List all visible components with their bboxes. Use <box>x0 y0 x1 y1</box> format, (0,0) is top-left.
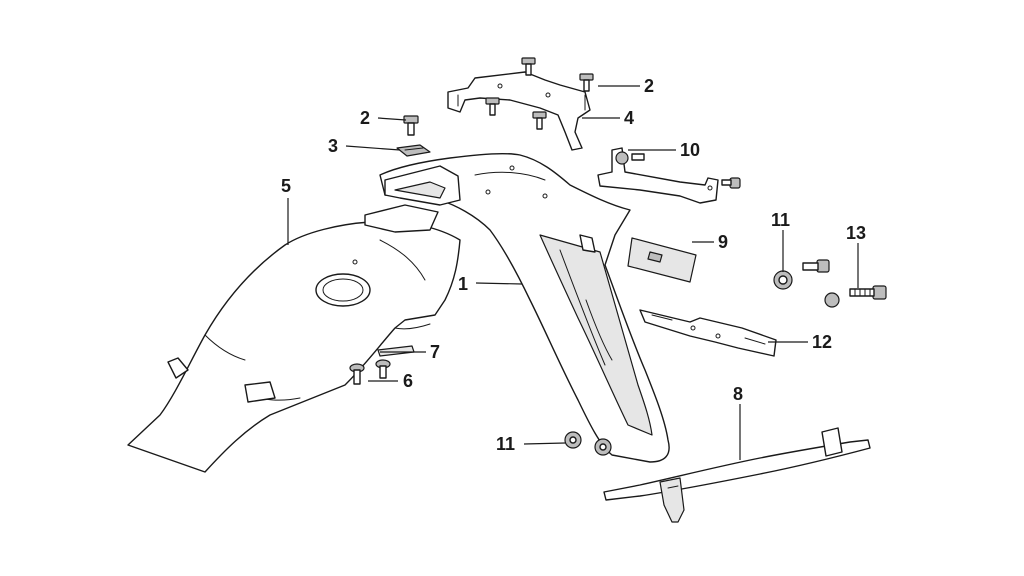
callout-12: 12 <box>812 332 832 352</box>
bolt-13 <box>849 285 887 300</box>
screw-6-left <box>349 363 365 385</box>
bolt-2-top-c <box>485 97 500 116</box>
leader-2-left <box>377 117 407 121</box>
nut-lower <box>824 292 840 308</box>
mudguard-clip <box>579 234 596 253</box>
mounting-strap-12 <box>639 309 777 357</box>
callout-13: 13 <box>846 223 866 243</box>
callout-10: 10 <box>680 140 700 160</box>
leader-11-left <box>523 442 566 445</box>
nut-11-right <box>773 270 793 290</box>
spring-nut-3 <box>396 144 431 157</box>
leader-3 <box>345 145 401 151</box>
upper-bracket <box>447 71 591 151</box>
leader-lines <box>287 85 859 460</box>
callout-6: 6 <box>403 371 413 391</box>
callout-1: 1 <box>458 274 468 294</box>
liner-tab-left <box>167 357 189 379</box>
leader-1 <box>475 282 523 285</box>
callout-2-right: 2 <box>644 76 654 96</box>
callout-8: 8 <box>733 384 743 404</box>
callout-labels: 1 2 2 3 4 5 6 7 8 9 10 11 11 12 13 <box>281 76 866 454</box>
rear-mudguard <box>364 152 670 463</box>
mudguard-front-tab <box>364 204 439 233</box>
callout-4: 4 <box>624 108 634 128</box>
seal-strip-8 <box>603 427 871 523</box>
bolt-2-top-d <box>532 111 547 130</box>
callout-11-right: 11 <box>771 210 790 230</box>
bolt-pair-upper <box>802 259 830 273</box>
bolt-2-top-a <box>521 57 536 76</box>
clip-7 <box>377 345 415 357</box>
reflector-9 <box>627 237 697 283</box>
callout-11-left: 11 <box>496 434 515 454</box>
bolt-2-top-b <box>579 73 594 92</box>
callout-5: 5 <box>281 176 291 196</box>
bolt-2-left <box>403 115 419 136</box>
liner-tab-lower <box>244 381 276 403</box>
mudguard-inner-channel <box>539 234 653 436</box>
inner-fender-liner <box>127 220 461 473</box>
seal-strip-connector <box>659 477 685 523</box>
bolt-10-right <box>721 177 741 189</box>
callout-9: 9 <box>718 232 728 252</box>
nut-11-left-a <box>564 431 582 449</box>
callout-2-left: 2 <box>360 108 370 128</box>
callout-7: 7 <box>430 342 440 362</box>
nut-10 <box>615 151 645 165</box>
screw-6-right <box>375 359 391 379</box>
nut-11-left-b <box>594 438 612 456</box>
seal-strip-clip <box>821 427 843 457</box>
callout-3: 3 <box>328 136 338 156</box>
